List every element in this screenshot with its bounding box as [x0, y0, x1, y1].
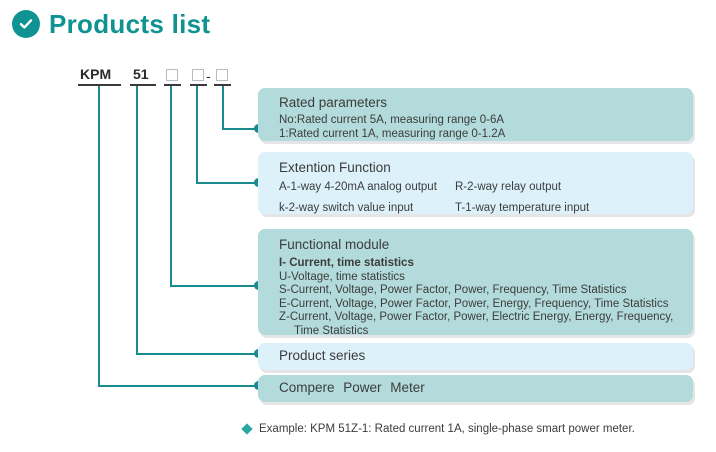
panel-title-rated: Rated parameters: [279, 95, 388, 110]
leader-horizontal-rated: [222, 128, 258, 130]
check-circle-icon: [12, 10, 40, 38]
footnote-text: Example: KPM 51Z-1: Rated current 1A, si…: [259, 423, 635, 435]
extention-item-r: R-2-way relay output: [455, 181, 562, 193]
code-underline-51: [130, 84, 156, 86]
page-header: Products list: [12, 10, 210, 38]
panel-line-module-s: S-Current, Voltage, Power Factor, Power,…: [279, 284, 627, 296]
panel-functional-module: Functional module I- Current, time stati…: [258, 229, 693, 337]
leader-vertical-functional: [170, 86, 172, 286]
extention-columns: A-1-way 4-20mA analog output k-2-way swi…: [258, 181, 693, 215]
panel-compere-power-meter: Compere Power Meter: [258, 375, 693, 402]
panel-extention-function: Extention Function A-1-way 4-20mA analog…: [258, 152, 693, 214]
code-box-extention-function: [192, 69, 204, 81]
panel-title-extention: Extention Function: [279, 160, 391, 175]
extention-item-k: k-2-way switch value input: [279, 202, 414, 214]
panel-line-module-z: Z-Current, Voltage, Power Factor, Power,…: [279, 311, 674, 323]
leader-vertical-rated: [222, 86, 224, 129]
panel-title-functional: Functional module: [279, 237, 390, 252]
code-dash: -: [206, 68, 211, 84]
footnote: Example: KPM 51Z-1: Rated current 1A, si…: [241, 423, 635, 435]
leader-horizontal-series: [136, 353, 258, 355]
panel-line-rated-0: No:Rated current 5A, measuring range 0-6…: [279, 114, 505, 126]
panel-rated-parameters: Rated parameters No:Rated current 5A, me…: [258, 88, 693, 141]
diamond-bullet-icon: [241, 423, 253, 435]
panel-line-module-u: U-Voltage, time statistics: [279, 270, 405, 283]
code-segment-51: 51: [133, 66, 149, 82]
extention-item-t: T-1-way temperature input: [455, 202, 590, 214]
panel-line-module-z-cont: Time Statistics: [294, 324, 369, 337]
leader-horizontal-meter: [98, 385, 258, 387]
leader-horizontal-functional: [170, 285, 258, 287]
leader-vertical-meter: [98, 86, 100, 386]
code-box-functional-module: [166, 69, 178, 81]
code-box-rated-parameters: [216, 69, 228, 81]
page-title: Products list: [49, 9, 211, 39]
leader-vertical-series: [136, 86, 138, 354]
panel-line-module-e: E-Current, Voltage, Power Factor, Power,…: [279, 297, 669, 310]
panel-line-module-i: I- Current, time statistics: [279, 257, 414, 269]
leader-horizontal-extention: [196, 182, 258, 184]
code-underline-kpm: [78, 84, 121, 86]
leader-vertical-extention: [196, 86, 198, 183]
code-segment-kpm: KPM: [80, 66, 112, 82]
panel-label-product-series: Product series: [279, 348, 366, 363]
code-underline-box3: [214, 84, 231, 86]
extention-column-left: A-1-way 4-20mA analog output k-2-way swi…: [279, 181, 437, 214]
code-underline-box2: [190, 84, 207, 86]
code-underline-box1: [164, 84, 181, 86]
panel-line-rated-1: 1:Rated current 1A, measuring range 0-1.…: [279, 127, 506, 140]
extention-item-a: A-1-way 4-20mA analog output: [279, 181, 437, 193]
panel-label-compere-power-meter: Compere Power Meter: [279, 380, 425, 395]
extention-column-right: R-2-way relay output T-1-way temperature…: [455, 181, 589, 214]
panel-product-series: Product series: [258, 343, 693, 370]
